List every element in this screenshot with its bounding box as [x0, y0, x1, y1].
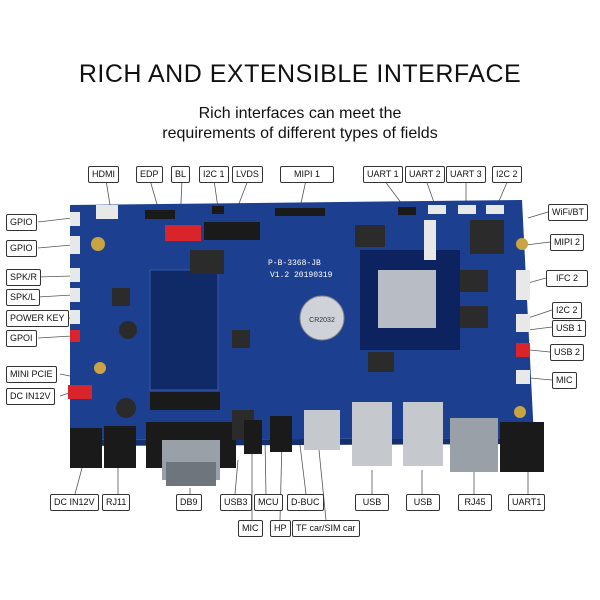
label-ifc2: IFC 2: [546, 270, 588, 287]
spk-r-connector: [70, 268, 80, 282]
usb2-connector: [516, 343, 530, 357]
mic-right-connector: [516, 370, 530, 384]
capacitor-1: [119, 321, 137, 339]
bl-connector-red: [165, 225, 201, 241]
mount-hole-3: [516, 238, 528, 250]
db9-face: [166, 462, 216, 486]
hdmi-connector: [96, 205, 118, 219]
ram-chip-1: [355, 225, 385, 247]
subtitle-line-1: Rich interfaces can meet the: [198, 105, 402, 122]
mount-hole-4: [514, 406, 526, 418]
label-mipi1: MIPI 1: [280, 166, 334, 183]
label-uart1-bottom: UART1: [508, 494, 546, 511]
label-wifibt: WiFi/BT: [548, 204, 588, 221]
label-hp: HP: [270, 520, 291, 537]
wifi-module: [470, 220, 504, 254]
edp-connector: [145, 210, 175, 219]
i2c2-connector: [486, 205, 504, 214]
uart2-connector: [428, 205, 446, 214]
label-usb-a: USB: [355, 494, 389, 511]
label-mipi2: MIPI 2: [550, 234, 585, 251]
label-i2c1: I2C 1: [199, 166, 229, 183]
rj11-jack: [104, 426, 136, 468]
gpio-connector-2: [70, 236, 80, 254]
usb-port-stack-2: [403, 402, 443, 466]
usb-port-stack-1: [352, 402, 392, 466]
label-usb2: USB 2: [550, 344, 585, 361]
uart1-db9: [500, 422, 544, 472]
label-mic-bottom: MIC: [238, 520, 263, 537]
page-title: RICH AND EXTENSIBLE INTERFACE: [78, 60, 522, 88]
board-model: P-B-3368-JB: [268, 259, 321, 268]
label-lvds: LVDS: [232, 166, 263, 183]
label-spk-r: SPK/R: [6, 269, 42, 286]
chip-4: [368, 352, 394, 372]
battery-label: CR2032: [309, 317, 335, 324]
chip-1: [112, 288, 130, 306]
label-power-key: POWER KEY: [6, 310, 69, 327]
coin-battery: [299, 295, 345, 341]
mipi1-connector: [275, 208, 325, 216]
uart3-connector: [458, 205, 476, 214]
label-uart2: UART 2: [405, 166, 445, 183]
label-usb-b: USB: [406, 494, 440, 511]
label-gpio-2: GPIO: [6, 240, 37, 257]
label-gpoi: GPOI: [6, 330, 37, 347]
label-dc-in-left: DC IN12V: [6, 388, 55, 405]
audio-jack-hp: [270, 416, 292, 452]
mount-hole-1: [91, 237, 105, 251]
page-subtitle: Rich interfaces can meet the requirement…: [0, 104, 600, 144]
mipi2-connector: [424, 220, 436, 260]
i2c1-connector: [212, 206, 224, 214]
label-spk-l: SPK/L: [6, 289, 40, 306]
capacitor-2: [116, 398, 136, 418]
chip-3: [232, 330, 250, 348]
usb1-connector: [516, 314, 530, 332]
board-version: V1.2 20190319: [270, 271, 333, 280]
chip-2: [190, 250, 224, 274]
gpoi-connector: [70, 330, 80, 342]
label-usb3: USB3: [220, 494, 252, 511]
label-gpio-1: GPIO: [6, 214, 37, 231]
dc-in-connector: [68, 385, 92, 399]
cpu-heatsink: [378, 270, 436, 328]
label-mic-right: MIC: [552, 372, 577, 389]
tf-sim-slot: [304, 410, 340, 450]
ram-chip-2: [460, 270, 488, 292]
power-key-connector: [70, 310, 80, 324]
label-rj11: RJ11: [102, 494, 131, 511]
label-hdmi: HDMI: [88, 166, 119, 183]
mini-pcie-module: [149, 269, 219, 391]
spk-l-connector: [70, 288, 80, 302]
label-i2c2-right: I2C 2: [552, 302, 582, 319]
mount-hole-2: [94, 362, 106, 374]
label-dc-in-bottom: DC IN12V: [50, 494, 99, 511]
label-bl: BL: [171, 166, 191, 183]
label-usb1: USB 1: [552, 320, 587, 337]
subtitle-line-2: requirements of different types of field…: [162, 125, 438, 142]
audio-jack-mic: [244, 420, 262, 454]
label-db9: DB9: [176, 494, 202, 511]
label-mini-pcie: MINI PCIE: [6, 366, 57, 383]
ram-chip-3: [460, 306, 488, 328]
ifc2-connector: [516, 270, 530, 300]
label-tf-sim: TF car/SIM car: [292, 520, 360, 537]
label-edp: EDP: [136, 166, 163, 183]
uart1-connector: [398, 207, 416, 215]
mini-pcie-slot: [150, 392, 220, 410]
dc-jack: [70, 428, 102, 468]
gpio-connector-1: [70, 212, 80, 226]
label-rj45: RJ45: [458, 494, 492, 511]
lvds-header: [204, 222, 260, 240]
label-uart1-top: UART 1: [363, 166, 403, 183]
label-i2c2-top: I2C 2: [492, 166, 522, 183]
label-uart3: UART 3: [446, 166, 486, 183]
label-d-buc: D-BUC: [287, 494, 324, 511]
rj45-jack: [450, 418, 498, 472]
label-mcu: MCU: [254, 494, 283, 511]
